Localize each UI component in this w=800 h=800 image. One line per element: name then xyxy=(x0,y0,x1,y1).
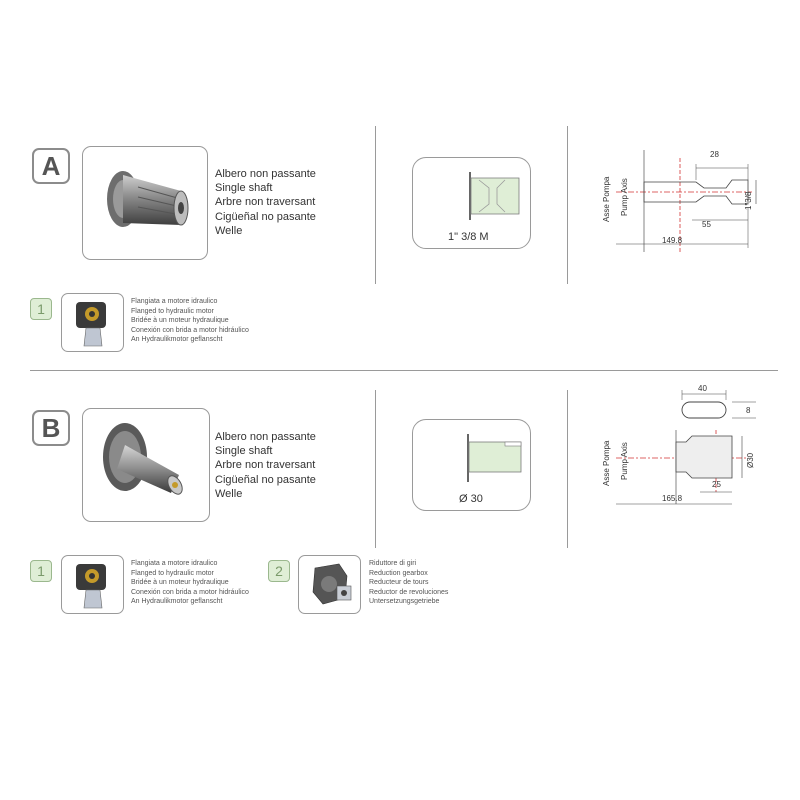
option-line: Reduction gearbox xyxy=(369,569,428,577)
shaft-a-icon xyxy=(107,171,189,227)
single-shaft-photo xyxy=(82,146,208,260)
drawing-b-icon xyxy=(616,390,756,505)
dim-25: 25 xyxy=(712,480,721,489)
hydraulic-motor-photo xyxy=(61,555,124,614)
divider xyxy=(567,126,568,284)
dim-55: 55 xyxy=(702,220,711,229)
option-number-badge: 1 xyxy=(30,560,52,582)
shaft-b-icon xyxy=(103,423,183,495)
option-line: Bridée à un moteur hydraulique xyxy=(131,579,229,587)
desc-line: Welle xyxy=(215,224,243,237)
option-line: Riduttore di giri xyxy=(369,560,417,567)
section-b-description: Albero non passante Single shaft Arbre n… xyxy=(215,430,316,501)
shaft-b-size-label: Ø 30 xyxy=(459,493,483,505)
desc-line: Single shaft xyxy=(215,182,273,195)
dim-diameter-30: Ø30 xyxy=(746,452,755,468)
option-line: Bridée à un moteur hydraulique xyxy=(131,317,229,325)
divider xyxy=(375,390,376,548)
splined-shaft-icon xyxy=(469,172,520,220)
axis-label-it: Asse Pompa xyxy=(602,440,611,486)
desc-line: Cigüeñal no pasante xyxy=(215,210,316,223)
drawing-a-icon xyxy=(616,150,757,252)
shaft-b-diagram-box xyxy=(412,419,531,511)
option-b2-description: Riduttore di giri Reduction gearbox Redu… xyxy=(369,559,448,607)
option-line: An Hydraulikmotor geflanscht xyxy=(131,598,223,606)
dim-149-8: 149.8 xyxy=(662,236,683,245)
dimension-drawing-a: 28 1"3/8 55 149.8 Asse Pompa Pump Axis xyxy=(596,150,776,260)
dim-165-8: 165.8 xyxy=(662,494,683,503)
section-separator xyxy=(30,370,778,371)
desc-line: Arbre non traversant xyxy=(215,196,316,209)
dim-28: 28 xyxy=(710,150,719,159)
axis-label-en: Pump Axis xyxy=(620,442,629,480)
gearbox-icon xyxy=(312,563,352,605)
desc-line: Single shaft xyxy=(215,445,273,458)
desc-line: Cigüeñal no pasante xyxy=(215,473,316,486)
section-a-letter: A xyxy=(32,148,70,184)
option-line: Conexión con brida a motor hidráulico xyxy=(131,326,249,334)
reduction-gearbox-photo xyxy=(298,555,361,614)
option-line: Conexión con brida a motor hidráulico xyxy=(131,588,249,596)
option-line: An Hydraulikmotor geflanscht xyxy=(131,336,223,344)
shaft-a-diagram-box xyxy=(412,157,531,249)
option-a1-description: Flangiata a motore idraulico Flanged to … xyxy=(131,297,249,345)
dim-8: 8 xyxy=(746,406,751,415)
desc-line: Arbre non traversant xyxy=(215,459,316,472)
axis-label-it: Asse Pompa xyxy=(602,176,611,222)
divider xyxy=(567,390,568,548)
desc-line: Albero non passante xyxy=(215,431,316,443)
desc-line: Welle xyxy=(215,487,243,500)
option-line: Untersetzungsgetriebe xyxy=(369,598,440,606)
option-line: Reductor de revoluciones xyxy=(369,588,449,596)
shaft-a-size-label: 1" 3/8 M xyxy=(448,231,489,243)
plain-shaft-icon xyxy=(467,434,522,482)
option-line: Reducteur de tours xyxy=(369,579,429,587)
dimension-drawing-b: 40 8 Ø30 25 165.8 Asse Pompa Pump Axis xyxy=(596,384,776,514)
section-b-letter: B xyxy=(32,410,70,446)
single-shaft-photo xyxy=(82,408,210,522)
dim-40: 40 xyxy=(698,384,707,393)
option-line: Flangiata a motore idraulico xyxy=(131,298,218,305)
dim-1-3-8: 1"3/8 xyxy=(744,191,753,210)
divider xyxy=(375,126,376,284)
hydraulic-motor-icon xyxy=(76,564,106,609)
option-line: Flangiata a motore idraulico xyxy=(131,560,218,567)
desc-line: Albero non passante xyxy=(215,168,316,180)
section-a-description: Albero non passante Single shaft Arbre n… xyxy=(215,167,316,238)
hydraulic-motor-photo xyxy=(61,293,124,352)
option-number-badge: 1 xyxy=(30,298,52,320)
hydraulic-motor-icon xyxy=(76,302,106,347)
option-line: Flanged to hydraulic motor xyxy=(131,569,214,577)
axis-label-en: Pump Axis xyxy=(620,178,629,216)
option-line: Flanged to hydraulic motor xyxy=(131,307,214,315)
option-number-badge: 2 xyxy=(268,560,290,582)
option-b1-description: Flangiata a motore idraulico Flanged to … xyxy=(131,559,249,607)
